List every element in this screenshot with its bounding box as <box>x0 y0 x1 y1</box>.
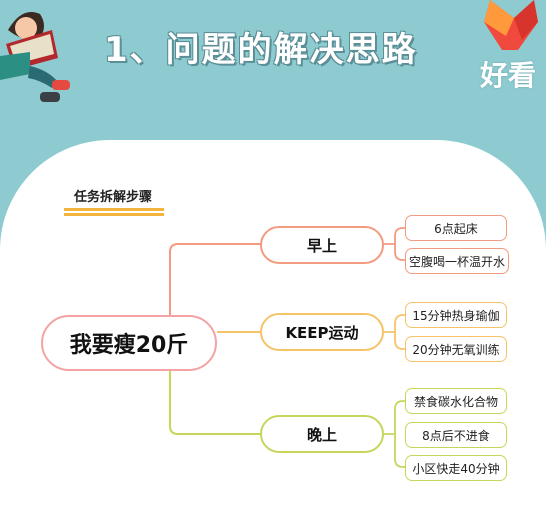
leaf-node: 小区快走40分钟 <box>405 455 507 481</box>
page-title: 1、问题的解决思路 <box>104 30 418 70</box>
mindmap-root-node: 我要瘦20斤 <box>41 315 217 371</box>
branch-node-keep: KEEP运动 <box>260 313 384 351</box>
leaf-node: 8点后不进食 <box>405 422 507 448</box>
leaf-node: 15分钟热身瑜伽 <box>405 302 507 328</box>
reading-child-illustration <box>0 12 70 102</box>
logo-text: 好看 <box>480 59 537 92</box>
branch-node-morning: 早上 <box>260 226 384 264</box>
leaf-node: 20分钟无氧训练 <box>405 336 507 362</box>
section-underline-2 <box>64 213 164 216</box>
branch-node-evening: 晚上 <box>260 415 384 453</box>
section-label: 任务拆解步骤 <box>74 190 153 205</box>
leaf-node: 空腹喝一杯温开水 <box>405 248 509 274</box>
leaf-node: 6点起床 <box>405 215 507 241</box>
leaf-node: 禁食碳水化合物 <box>405 388 507 414</box>
section-underline <box>64 208 164 211</box>
haokan-logo-icon <box>484 0 538 50</box>
mindmap-connectors <box>169 227 406 468</box>
